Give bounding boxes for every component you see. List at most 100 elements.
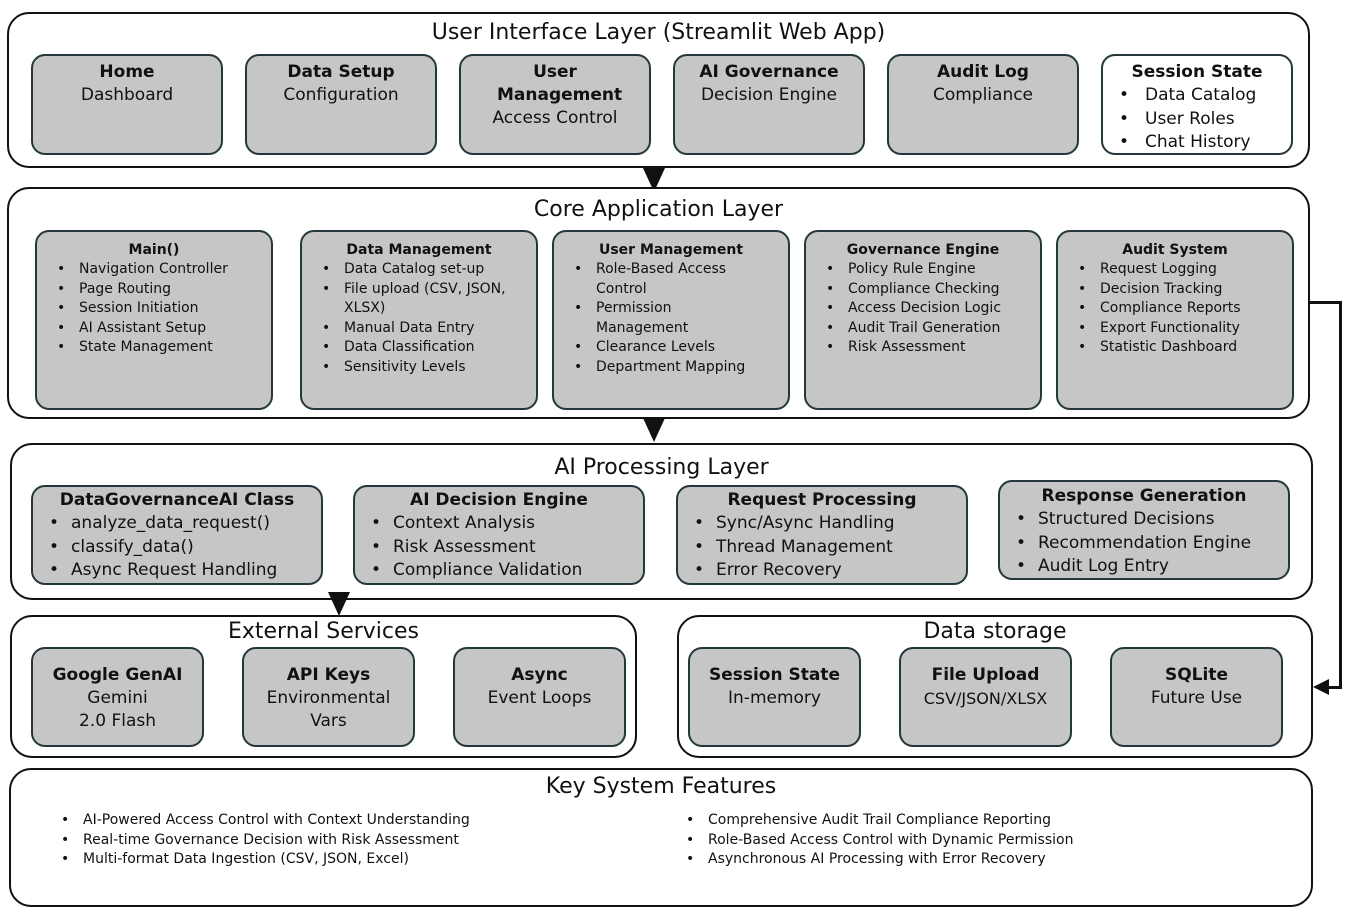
ai-box-list: Sync/Async Handling Thread Management Er… (678, 512, 966, 583)
list-item: Sensitivity Levels (302, 358, 522, 378)
ui-box-title: Session State (1131, 62, 1263, 82)
external-box-api-keys: API Keys Environmental Vars (242, 647, 415, 747)
features-left-list: AI-Powered Access Control with Context U… (57, 811, 617, 870)
list-item: AI Assistant Setup (37, 319, 271, 339)
arrow-ui-to-core (643, 168, 665, 192)
external-box-sub: Event Loops (487, 688, 592, 708)
list-item: Department Mapping (554, 358, 764, 378)
ai-box-list: Structured Decisions Recommendation Engi… (1000, 508, 1288, 579)
list-item: Statistic Dashboard (1058, 338, 1292, 358)
list-item: Clearance Levels (554, 338, 764, 358)
ui-box-sub: Compliance (932, 85, 1034, 105)
list-item: Context Analysis (355, 512, 643, 536)
list-item: Recommendation Engine (1000, 532, 1288, 556)
list-item: Real-time Governance Decision with Risk … (57, 831, 617, 851)
list-item: Risk Assessment (355, 536, 643, 560)
ui-layer-title: User Interface Layer (Streamlit Web App) (431, 20, 886, 45)
arrow-core-to-ai (643, 418, 665, 442)
list-item: Data Catalog set-up (302, 260, 522, 280)
ui-layer: User Interface Layer (Streamlit Web App) (7, 12, 1310, 168)
features-right-list: Comprehensive Audit Trail Compliance Rep… (682, 811, 1282, 870)
connector-horizontal (1326, 686, 1342, 689)
ui-box-user-management: User Management Access Control (459, 54, 651, 155)
ui-box-title: Home (99, 62, 155, 82)
list-item: Chat History (1103, 131, 1291, 155)
ai-box-list: Context Analysis Risk Assessment Complia… (355, 512, 643, 583)
core-box-governance-engine: Governance Engine Policy Rule Engine Com… (804, 230, 1042, 410)
ai-box-datagovernanceai-class: DataGovernanceAI Class analyze_data_requ… (31, 485, 323, 585)
ai-box-title: Response Generation (1041, 486, 1247, 506)
list-item: Audit Log Entry (1000, 555, 1288, 579)
list-item: AI-Powered Access Control with Context U… (57, 811, 617, 831)
storage-box-title: SQLite (1164, 665, 1228, 685)
ui-box-home: Home Dashboard (31, 54, 223, 155)
core-box-list: Navigation Controller Page Routing Sessi… (37, 260, 271, 358)
external-box-title: Google GenAI (52, 665, 183, 685)
arrow-to-storage (1313, 679, 1329, 695)
core-box-title: Main() (128, 242, 180, 258)
ai-box-request-processing: Request Processing Sync/Async Handling T… (676, 485, 968, 585)
ai-box-title: DataGovernanceAI Class (59, 490, 295, 510)
ai-box-ai-decision-engine: AI Decision Engine Context Analysis Risk… (353, 485, 645, 585)
list-item: Asynchronous AI Processing with Error Re… (682, 850, 1282, 870)
storage-box-sqlite: SQLite Future Use (1110, 647, 1283, 747)
list-item: Compliance Reports (1058, 299, 1292, 319)
ui-box-data-setup: Data Setup Configuration (245, 54, 437, 155)
list-item: Policy Rule Engine (806, 260, 1040, 280)
ui-box-sub: Dashboard (80, 85, 174, 105)
list-item: Session Initiation (37, 299, 271, 319)
list-item: Structured Decisions (1000, 508, 1288, 532)
list-item: Risk Assessment (806, 338, 1040, 358)
list-item: Compliance Checking (806, 280, 1040, 300)
ui-box-sub: Access Control (492, 108, 618, 128)
ui-box-title: User Management (497, 62, 623, 105)
list-item: Manual Data Entry (302, 319, 522, 339)
list-item: Access Decision Logic (806, 299, 1040, 319)
external-box-title: Async (511, 665, 568, 685)
list-item: Decision Tracking (1058, 280, 1292, 300)
list-item: Error Recovery (678, 559, 966, 583)
core-box-list: Role-Based Access Control Permission Man… (554, 260, 788, 377)
list-item: Async Request Handling (33, 559, 321, 583)
ai-box-title: Request Processing (727, 490, 917, 510)
core-box-user-management: User Management Role-Based Access Contro… (552, 230, 790, 410)
storage-box-sub: Future Use (1150, 688, 1243, 708)
ai-box-title: AI Decision Engine (410, 490, 588, 510)
external-box-sub: Environmental Vars (266, 688, 391, 731)
core-box-title: Data Management (346, 242, 492, 258)
external-box-title: API Keys (286, 665, 371, 685)
list-item: Thread Management (678, 536, 966, 560)
ui-box-session-state: Session State Data Catalog User Roles Ch… (1101, 54, 1293, 155)
storage-box-title: File Upload (931, 665, 1040, 685)
core-box-main: Main() Navigation Controller Page Routin… (35, 230, 273, 410)
connector-core-to-storage (1308, 301, 1341, 304)
storage-box-title: Session State (708, 665, 841, 685)
external-box-sub: Gemini 2.0 Flash (79, 688, 156, 731)
list-item: Compliance Validation (355, 559, 643, 583)
ui-box-title: Audit Log (937, 62, 1029, 82)
connector-vertical (1339, 301, 1342, 689)
arrow-ai-to-external (328, 592, 350, 616)
list-item: File upload (CSV, JSON, XLSX) (302, 280, 522, 319)
list-item: Comprehensive Audit Trail Compliance Rep… (682, 811, 1282, 831)
ui-box-title: Data Setup (287, 62, 395, 82)
ai-box-response-generation: Response Generation Structured Decisions… (998, 480, 1290, 580)
core-box-title: User Management (598, 242, 744, 258)
ai-box-list: analyze_data_request() classify_data() A… (33, 512, 321, 583)
list-item: Page Routing (37, 280, 271, 300)
ui-box-sub: Decision Engine (700, 85, 838, 105)
list-item: Export Functionality (1058, 319, 1292, 339)
list-item: Sync/Async Handling (678, 512, 966, 536)
key-features-title: Key System Features (545, 774, 777, 799)
ui-box-ai-governance: AI Governance Decision Engine (673, 54, 865, 155)
storage-box-sub: CSV/JSON/XLSX (923, 689, 1048, 708)
storage-box-file-upload: File Upload CSV/JSON/XLSX (899, 647, 1072, 747)
list-item: Multi-format Data Ingestion (CSV, JSON, … (57, 850, 617, 870)
core-box-data-management: Data Management Data Catalog set-up File… (300, 230, 538, 410)
list-item: Permission Management (554, 299, 764, 338)
core-box-title: Governance Engine (846, 242, 1000, 258)
ui-box-title: AI Governance (699, 62, 839, 82)
data-storage-title: Data storage (923, 619, 1067, 644)
external-services-title: External Services (227, 619, 420, 644)
storage-box-sub: In-memory (728, 688, 821, 708)
